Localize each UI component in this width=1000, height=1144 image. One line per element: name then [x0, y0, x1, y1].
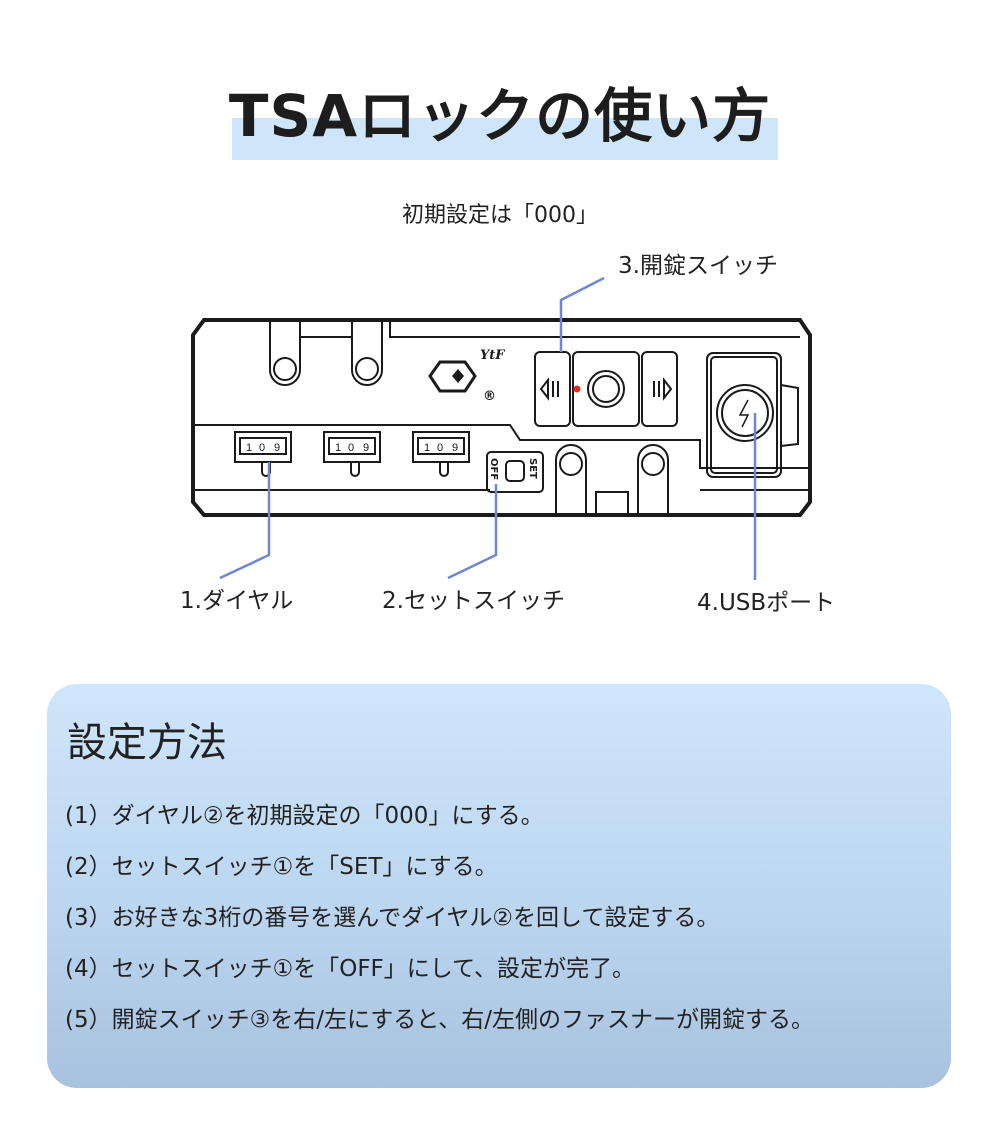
- step-item: (1）ダイヤル②を初期設定の「000」にする。: [65, 803, 544, 829]
- initial-setting-note: 初期設定は「000」: [402, 203, 598, 228]
- zipper-hook: [269, 322, 800, 386]
- label-dial: 1.ダイヤル: [180, 588, 294, 614]
- tsa-logo-icon: [428, 360, 477, 393]
- svg-text:1: 1: [335, 442, 341, 454]
- svg-text:9: 9: [363, 442, 369, 454]
- switch-set-text: SET: [527, 458, 538, 479]
- step-item: (4）セットスイッチ①を「OFF」にして、設定が完了。: [65, 956, 635, 982]
- leader-lines: [219, 276, 757, 580]
- switch-off-text: OFF: [488, 458, 499, 480]
- svg-text:9: 9: [452, 442, 458, 454]
- title-text: TSAロックの使い方: [228, 82, 772, 150]
- label-set-switch: 2.セットスイッチ: [382, 588, 565, 614]
- registered-mark: ®: [483, 389, 496, 404]
- step-item: (3）お好きな3桁の番号を選んでダイヤル②を回して設定する。: [65, 905, 720, 931]
- label-usb-port: 4.USBポート: [697, 590, 836, 616]
- label-unlock-switch: 3.開錠スイッチ: [618, 253, 778, 279]
- brand-text: YtF: [480, 348, 505, 363]
- unlock-switch: [534, 351, 678, 427]
- steps-list: (1）ダイヤル②を初期設定の「000」にする。 (2）セットスイッチ①を「SET…: [65, 798, 814, 1053]
- lock-body: [191, 318, 812, 517]
- usb-port: [706, 352, 799, 478]
- zipper-hook: [555, 444, 669, 516]
- svg-text:0: 0: [437, 442, 443, 454]
- step-item: (2）セットスイッチ①を「SET」にする。: [65, 854, 498, 880]
- set-switch: [486, 451, 544, 493]
- red-indicator-dot: [573, 385, 581, 393]
- dial: [234, 431, 470, 477]
- page-title: TSAロックの使い方: [0, 76, 1000, 160]
- svg-text:0: 0: [259, 442, 265, 454]
- svg-text:1: 1: [424, 442, 430, 454]
- instructions-card: 設定方法 (1）ダイヤル②を初期設定の「000」にする。 (2）セットスイッチ①…: [47, 684, 951, 1088]
- title-highlight: [232, 118, 778, 160]
- svg-text:1: 1: [246, 442, 252, 454]
- svg-text:0: 0: [348, 442, 354, 454]
- step-item: (5）開錠スイッチ③を右/左にすると、右/左側のファスナーが開錠する。: [65, 1007, 815, 1033]
- svg-text:9: 9: [274, 442, 280, 454]
- instructions-title: 設定方法: [67, 720, 227, 766]
